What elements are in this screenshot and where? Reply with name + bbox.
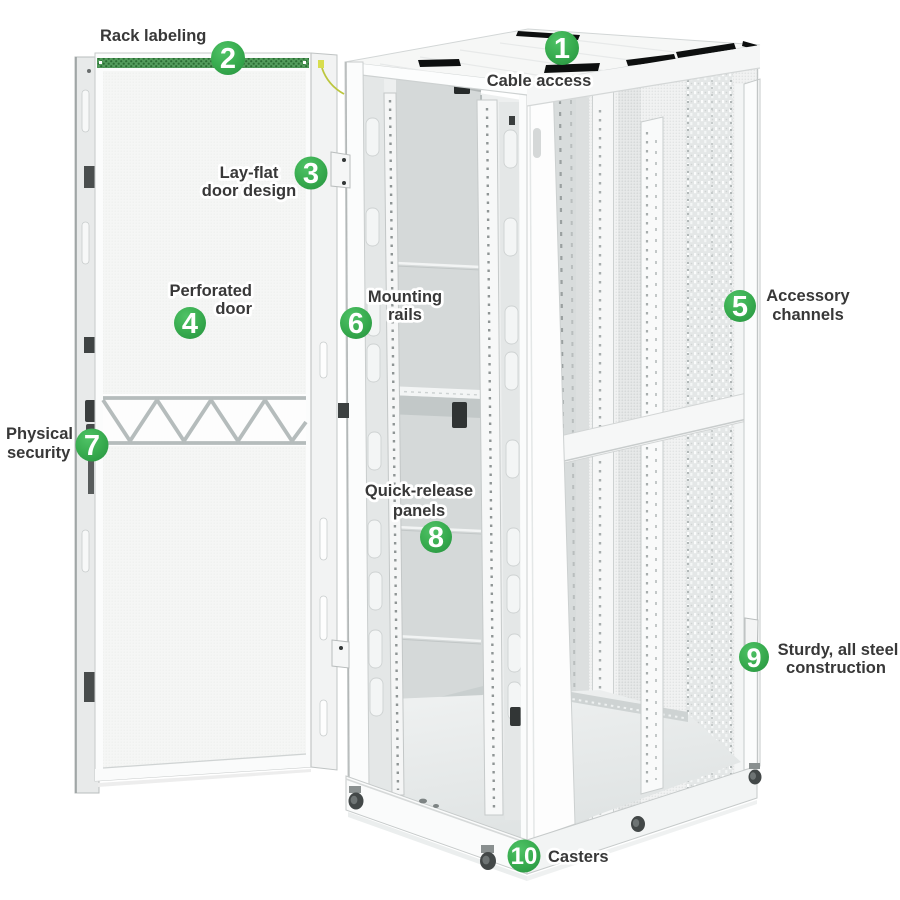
- svg-text:Cable access: Cable access: [487, 72, 592, 90]
- svg-text:8: 8: [428, 522, 444, 554]
- svg-text:Quick-release: Quick-release: [365, 482, 473, 500]
- svg-text:6: 6: [348, 308, 364, 340]
- svg-text:panels: panels: [393, 502, 445, 520]
- svg-text:Mounting: Mounting: [368, 288, 442, 306]
- svg-text:rails: rails: [388, 306, 422, 324]
- svg-text:Lay-flat: Lay-flat: [220, 164, 279, 182]
- svg-text:9: 9: [746, 643, 761, 673]
- svg-text:Accessory: Accessory: [766, 287, 850, 305]
- svg-text:7: 7: [84, 430, 100, 462]
- svg-text:1: 1: [554, 33, 570, 65]
- svg-text:Sturdy, all steel: Sturdy, all steel: [778, 641, 899, 659]
- svg-text:security: security: [7, 444, 71, 462]
- svg-text:2: 2: [220, 43, 236, 75]
- svg-text:construction: construction: [786, 659, 886, 677]
- svg-text:10: 10: [511, 843, 538, 870]
- svg-text:Perforated: Perforated: [169, 282, 252, 300]
- svg-text:channels: channels: [772, 306, 844, 324]
- svg-text:door design: door design: [202, 182, 296, 200]
- svg-text:Rack labeling: Rack labeling: [100, 27, 206, 45]
- svg-text:Casters: Casters: [548, 848, 609, 866]
- svg-text:Physical: Physical: [6, 425, 73, 443]
- svg-text:door: door: [215, 300, 252, 318]
- svg-text:3: 3: [303, 158, 319, 190]
- svg-text:5: 5: [732, 291, 748, 323]
- svg-text:4: 4: [182, 308, 198, 340]
